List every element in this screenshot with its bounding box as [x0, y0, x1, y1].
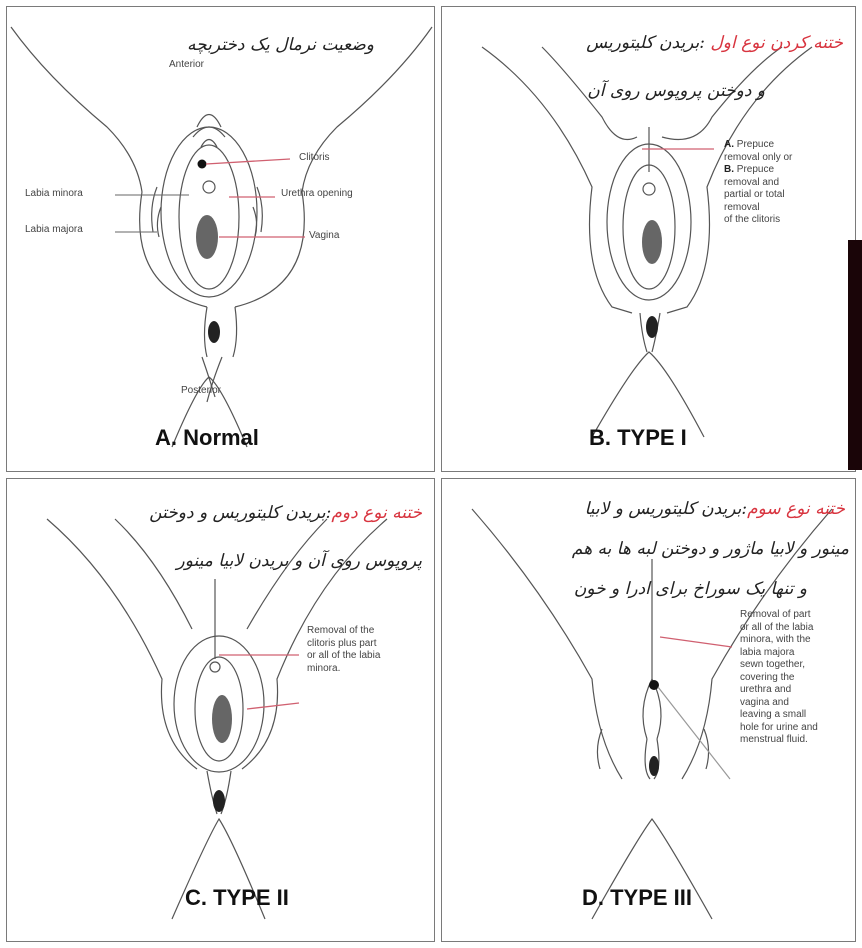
panel-b-persian-text: :بریدن کلیتوریس [586, 33, 710, 53]
panel-b-caption: B. TYPE I [589, 425, 687, 451]
panel-d-persian-red: ختنه نوع سوم [747, 499, 845, 519]
panel-c-persian-line-1: ختنه نوع دوم:بریدن کلیتوریس و دوختن [149, 503, 422, 523]
panel-d-persian-line-1: ختنه نوع سوم:بریدن کلیتوریس و لابیا [585, 499, 845, 519]
label-clitoris: Clitoris [299, 152, 330, 163]
panel-c-persian-line-2: پروپوس روی آن و بریدن لابیا مینور [177, 551, 423, 571]
panel-a-persian-title: وضعیت نرمال یک دختربچه [187, 35, 374, 55]
panel-b-anatomy-drawing [442, 7, 856, 472]
label-urethra-opening: Urethra opening [281, 188, 353, 199]
desc-b-marker: B. [724, 164, 734, 175]
panel-b-description: A. Prepuce removal only or B. Prepuce re… [724, 139, 792, 227]
panel-a-caption: A. Normal [155, 425, 259, 451]
panel-c-persian-text: :بریدن کلیتوریس و دوختن [149, 503, 331, 523]
label-anterior: Anterior [169, 59, 204, 70]
dark-edge-artifact [848, 240, 862, 470]
panel-b-persian-red: ختنه کردن نوع اول [710, 33, 843, 53]
panel-d-description: Removal of part or all of the labia mino… [740, 609, 818, 747]
panel-b-persian-line-1: ختنه کردن نوع اول :بریدن کلیتوریس [586, 33, 843, 53]
panel-c-caption: C. TYPE II [185, 885, 289, 911]
panel-d-persian-line-2: مینور و لابیا ماژور و دوختن لبه ها به هم [572, 539, 849, 559]
panel-c-type-ii: ختنه نوع دوم:بریدن کلیتوریس و دوختن پروپ… [6, 478, 435, 942]
label-labia-majora: Labia majora [25, 224, 83, 235]
desc-rest: removal and partial or total removal of … [724, 177, 785, 226]
panel-a-normal: وضعیت نرمال یک دختربچه Anterior Clitoris… [6, 6, 435, 472]
panel-b-persian-line-2: و دوختن پروپوس روی آن [587, 81, 765, 101]
desc-b-text: Prepuce [734, 164, 774, 175]
panel-b-type-i: ختنه کردن نوع اول :بریدن کلیتوریس و دوخت… [441, 6, 856, 472]
panel-d-caption: D. TYPE III [582, 885, 692, 911]
panel-d-persian-text: :بریدن کلیتوریس و لابیا [585, 499, 748, 519]
panel-d-type-iii: ختنه نوع سوم:بریدن کلیتوریس و لابیا مینو… [441, 478, 856, 942]
desc-line-2: removal only or [724, 152, 792, 163]
panel-c-description: Removal of the clitoris plus part or all… [307, 625, 380, 675]
panel-c-persian-red: ختنه نوع دوم [331, 503, 422, 523]
label-posterior: Posterior [181, 385, 221, 396]
label-labia-minora: Labia minora [25, 188, 83, 199]
panel-a-anatomy-drawing [7, 7, 435, 472]
desc-a-text: Prepuce [734, 139, 774, 150]
desc-a-marker: A. [724, 139, 734, 150]
label-vagina: Vagina [309, 230, 339, 241]
panel-d-persian-line-3: و تنها یک سوراخ برای ادرا و خون [574, 579, 807, 599]
panel-c-anatomy-drawing [7, 479, 435, 942]
